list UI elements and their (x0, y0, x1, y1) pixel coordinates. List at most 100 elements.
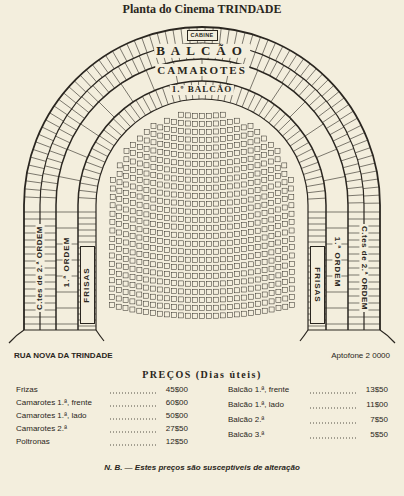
balcony-seat (83, 169, 100, 174)
seat (158, 206, 163, 211)
seat (214, 225, 219, 230)
seat (110, 278, 115, 283)
seat (289, 236, 294, 241)
seat (234, 280, 239, 285)
seat (248, 286, 253, 291)
seat (227, 136, 232, 141)
seat (241, 222, 246, 227)
seat (137, 144, 142, 149)
balcony-seat (347, 187, 363, 189)
seat (144, 261, 149, 266)
seat (151, 164, 156, 169)
seat (241, 149, 246, 154)
seat (234, 151, 239, 156)
seat (289, 228, 294, 233)
seat (137, 260, 142, 265)
ring-line (78, 81, 326, 330)
balcony-seat (306, 184, 324, 187)
seat (186, 137, 191, 142)
balcony-seat (364, 195, 380, 197)
seat (262, 251, 267, 256)
seat (144, 309, 149, 314)
seat (221, 112, 226, 117)
seat (269, 291, 274, 296)
seat (165, 191, 170, 196)
seat (116, 255, 121, 260)
seat (200, 122, 205, 127)
balcony-seat (322, 85, 334, 96)
box-partition (305, 124, 323, 136)
seat (221, 313, 226, 318)
seat (165, 134, 170, 139)
balcony-seat (54, 106, 67, 115)
seat (186, 305, 191, 310)
seat (124, 174, 129, 179)
seat (144, 220, 149, 225)
box-partition (308, 218, 326, 219)
seat (123, 265, 128, 270)
seat (186, 225, 191, 230)
seat (151, 189, 156, 194)
seat (193, 265, 198, 270)
box-partition (348, 212, 364, 213)
seat (248, 246, 253, 251)
balcony-seat (156, 90, 163, 107)
seat (179, 161, 184, 166)
balcony-seat (312, 74, 323, 86)
balcony-seat (348, 195, 364, 196)
balcony-seat (42, 127, 56, 134)
seat (144, 301, 149, 306)
seat (193, 257, 198, 262)
seat (179, 281, 184, 286)
seat (221, 249, 226, 254)
seat (228, 240, 233, 245)
seat (130, 209, 135, 214)
seat (268, 142, 273, 147)
seat (200, 154, 205, 159)
seat (276, 289, 281, 294)
box-partition (78, 224, 96, 225)
seat (241, 214, 246, 219)
seat (200, 306, 205, 311)
seat (248, 262, 253, 267)
seat (241, 174, 246, 179)
leader-dots (310, 438, 356, 439)
box-partition (326, 212, 348, 213)
seat (207, 161, 212, 166)
balcony-seat (308, 198, 326, 199)
seat (200, 258, 205, 263)
seat (172, 264, 177, 269)
seat (200, 130, 205, 135)
seat (255, 130, 260, 135)
balcony-seat (282, 69, 291, 82)
seat (144, 245, 149, 250)
seat (228, 264, 233, 269)
balcony-seat (288, 54, 297, 68)
seat (172, 288, 177, 293)
seat (275, 190, 280, 195)
zone-name: CAMAROTES (155, 64, 249, 76)
seat (269, 176, 274, 181)
seat (207, 273, 212, 278)
seat (179, 144, 184, 149)
seat (234, 159, 239, 164)
balcony-seat (360, 163, 376, 167)
balcony-seat (31, 157, 46, 161)
balcony-seat (305, 176, 323, 180)
balcony-seat (69, 87, 81, 98)
seat (200, 226, 205, 231)
seat (110, 194, 115, 199)
seat (151, 230, 156, 235)
seat (158, 287, 163, 292)
seat (276, 240, 281, 245)
seat (110, 203, 115, 208)
seat (137, 227, 142, 232)
seat (130, 299, 135, 304)
seat (214, 281, 219, 286)
seat (234, 264, 239, 269)
seat (241, 263, 246, 268)
seat (248, 310, 253, 315)
seat (110, 270, 115, 275)
seat (172, 248, 177, 253)
box-partition (348, 317, 364, 318)
